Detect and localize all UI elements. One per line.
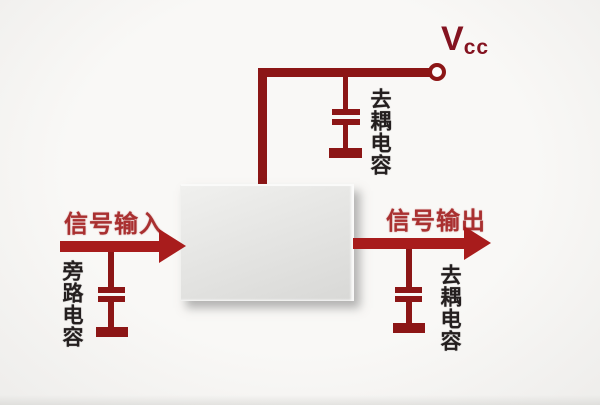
signal-input-label: 信号输入 <box>64 211 164 238</box>
signal-input-arrow-icon <box>159 229 186 263</box>
top-capacitor-lead-lower <box>343 125 348 148</box>
bypass-capacitor-lead-upper <box>108 252 114 287</box>
signal-output-arrow-icon <box>464 226 491 260</box>
background-vignette <box>0 395 600 405</box>
output-capacitor-plate-upper <box>395 287 422 293</box>
output-capacitor-plate-lower <box>395 296 422 302</box>
top-capacitor-ground-icon <box>329 148 362 158</box>
output-capacitor-ground-icon <box>393 323 425 333</box>
vcc-label-main: V <box>441 20 464 58</box>
vcc-drop-wire <box>258 68 267 184</box>
top-capacitor-plate-upper <box>332 109 360 115</box>
output-capacitor-lead-upper <box>406 249 412 287</box>
ic-chip-box <box>180 184 354 301</box>
bypass-capacitor-label: 旁路电容 <box>60 260 83 348</box>
top-capacitor-plate-lower <box>332 119 360 125</box>
bypass-capacitor-ground-icon <box>96 327 128 337</box>
signal-output-wire <box>353 238 467 249</box>
vcc-label: Vcc <box>441 22 489 58</box>
signal-input-wire <box>60 241 162 252</box>
top-capacitor-lead-upper <box>343 77 348 109</box>
vcc-label-sub: cc <box>463 36 490 59</box>
bypass-capacitor-plate-upper <box>98 287 125 293</box>
bypass-capacitor-plate-lower <box>98 296 125 302</box>
vcc-terminal-icon <box>428 63 446 81</box>
output-capacitor-label: 去耦电容 <box>438 264 461 352</box>
top-capacitor-label: 去耦电容 <box>368 88 391 176</box>
output-capacitor-lead-lower <box>406 302 412 323</box>
bypass-capacitor-lead-lower <box>108 302 114 327</box>
vcc-rail-wire <box>258 68 430 77</box>
